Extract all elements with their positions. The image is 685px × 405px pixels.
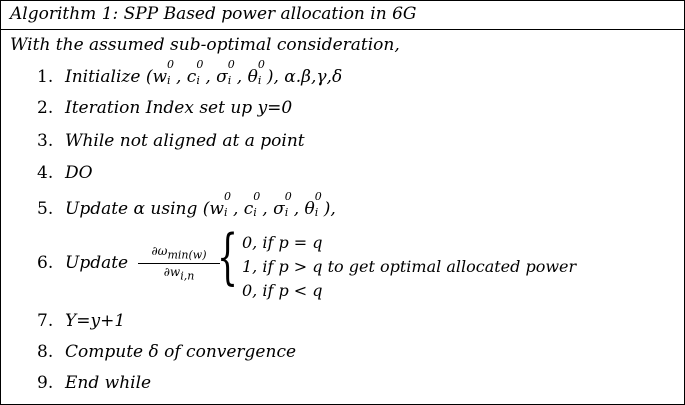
piecewise-cases: 0, if p = q 1, if p > q to get optimal a… <box>242 231 576 303</box>
step-number: 4. <box>37 163 54 183</box>
step-7: 7. Y=y+1 <box>37 311 125 339</box>
step-6: 6.Update ∂ωmin(w) ∂wi,n { 0, if p = q 1,… <box>37 227 677 300</box>
fraction-denominator: ∂wi,n <box>163 265 195 283</box>
step-text: End while <box>65 373 152 393</box>
step-number: 6. <box>37 253 54 273</box>
step-number: 3. <box>37 131 54 151</box>
intro-line: With the assumed sub-optimal considerati… <box>10 35 400 55</box>
step-number: 2. <box>37 98 54 118</box>
step1-params: , α.β,γ,δ <box>273 67 343 87</box>
title-row: Algorithm 1: SPP Based power allocation … <box>1 1 684 30</box>
step-2: 2. Iteration Index set up y=0 <box>37 98 292 126</box>
step-text: Update α using <box>65 199 203 219</box>
step5-suffix: , <box>330 199 336 219</box>
step-text: Update <box>65 253 129 273</box>
case-1: 0, if p = q <box>242 233 323 252</box>
step-text: Compute δ of convergence <box>65 342 297 362</box>
algorithm-title: Algorithm 1: SPP Based power allocation … <box>10 4 417 24</box>
step-4: 4. DO <box>37 163 93 191</box>
step-number: 7. <box>37 311 54 331</box>
fraction-numerator: ∂ωmin(w) <box>138 244 220 265</box>
step-8: 8. Compute δ of convergence <box>37 342 296 370</box>
step-number: 5. <box>37 199 54 219</box>
step-text: Y=y+1 <box>65 311 126 331</box>
case-2: 1, if p > q to get optimal allocated pow… <box>242 257 577 276</box>
case-3: 0, if p < q <box>242 281 323 300</box>
step-text: While not aligned at a point <box>65 131 305 151</box>
step-number: 1. <box>37 67 54 87</box>
step-number: 9. <box>37 373 54 393</box>
step-number: 8. <box>37 342 54 362</box>
step-text: DO <box>65 163 93 183</box>
cases-brace: { <box>217 222 239 292</box>
partial-derivative: ∂ωmin(w) ∂wi,n <box>138 244 220 283</box>
step-3: 3. While not aligned at a point <box>37 131 305 159</box>
step-9: 9. End while <box>37 373 151 401</box>
step-text: Iteration Index set up y=0 <box>65 98 293 118</box>
step-text: Initialize <box>65 67 146 87</box>
